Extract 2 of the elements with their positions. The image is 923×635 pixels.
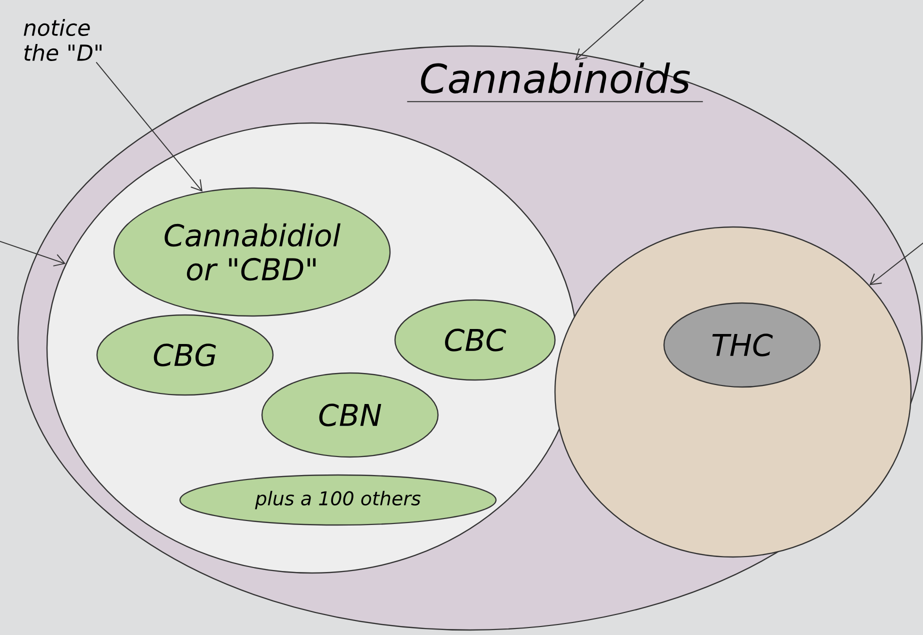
arrow [96,62,202,192]
arrow [0,240,66,266]
